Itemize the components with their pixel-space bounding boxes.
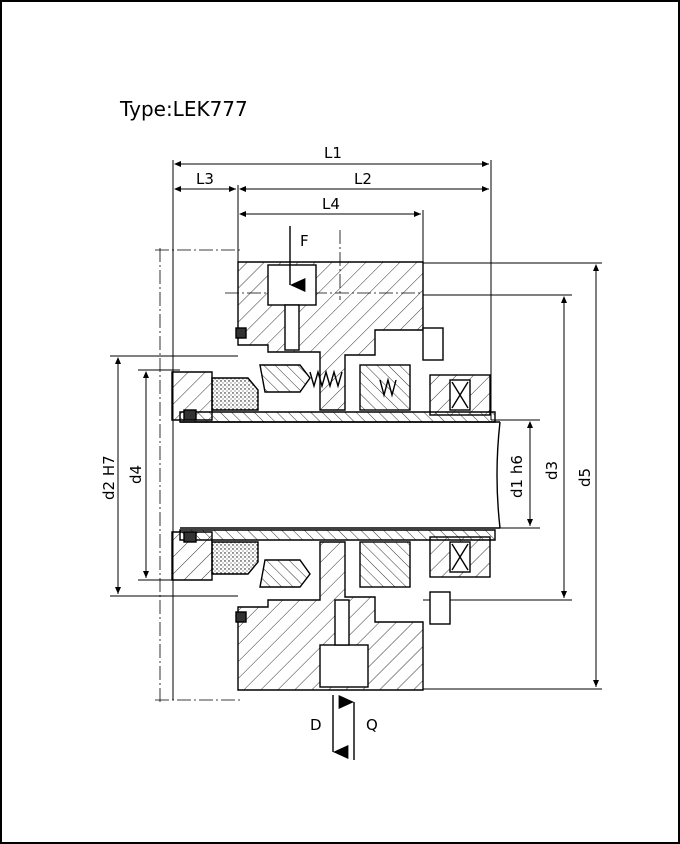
collar-left-lower [171,531,213,581]
seat-ring-lower [259,559,311,588]
seal-cartridge-upper [359,364,411,411]
dim-L4: L4 [322,195,340,213]
carbon-face-upper [211,377,259,411]
port-label-D: D [310,716,322,734]
seat-ring-upper [259,364,311,393]
dim-d5: d5 [576,468,594,487]
o-ring-2 [183,409,197,421]
o-ring-1 [235,327,247,339]
shaft [180,421,501,529]
drain-port-D [319,644,369,688]
seal-lower-half [171,529,496,691]
seal-cartridge-lower [359,541,411,588]
o-ring-3 [235,611,247,623]
dim-d3: d3 [543,461,561,480]
dim-d1: d1 h6 [508,455,526,498]
gland-housing-lower [237,541,424,691]
seal-upper-half [171,261,496,423]
o-ring-4 [183,531,197,543]
collar-left-upper [171,371,213,421]
locking-pin-lower [429,591,451,625]
spring-upper [309,369,343,389]
type-title: Type:LEK777 [119,97,248,121]
port-label-F: F [300,232,309,250]
carbon-face-lower [211,541,259,575]
locking-pin-upper [422,327,444,361]
dim-L3: L3 [196,170,214,188]
dim-d2: d2 H7 [100,455,118,500]
dim-L2: L2 [354,170,372,188]
port-label-Q: Q [366,716,378,734]
dim-d4: d4 [127,465,145,484]
flow-arrows [289,226,355,760]
dim-L1: L1 [324,144,342,162]
flush-port-F [267,264,317,306]
dimension-lines-top [172,160,492,700]
